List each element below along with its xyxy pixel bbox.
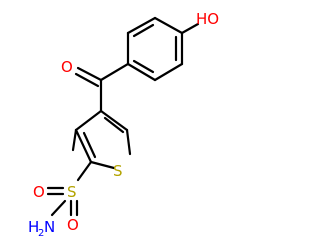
- atom-labels: HO O S S O O H 2 N: [28, 10, 219, 239]
- sulfonyl-oxygen-bottom-label: O: [67, 216, 79, 234]
- thiophene-sulfur-label: S: [113, 162, 123, 180]
- carbonyl-oxygen-label: O: [61, 58, 73, 76]
- hydroxyl-label: HO: [196, 10, 219, 28]
- sulfonyl-oxygen-left-label: O: [33, 183, 45, 201]
- amine-h-label: H: [28, 218, 39, 236]
- sulfonyl-sulfur-label: S: [67, 183, 77, 201]
- molecule-structure: HO O S S O O H 2 N: [28, 10, 219, 239]
- amine-n-label: N: [44, 218, 55, 236]
- bonds: [46, 16, 200, 217]
- amine-subscript-label: 2: [38, 228, 44, 239]
